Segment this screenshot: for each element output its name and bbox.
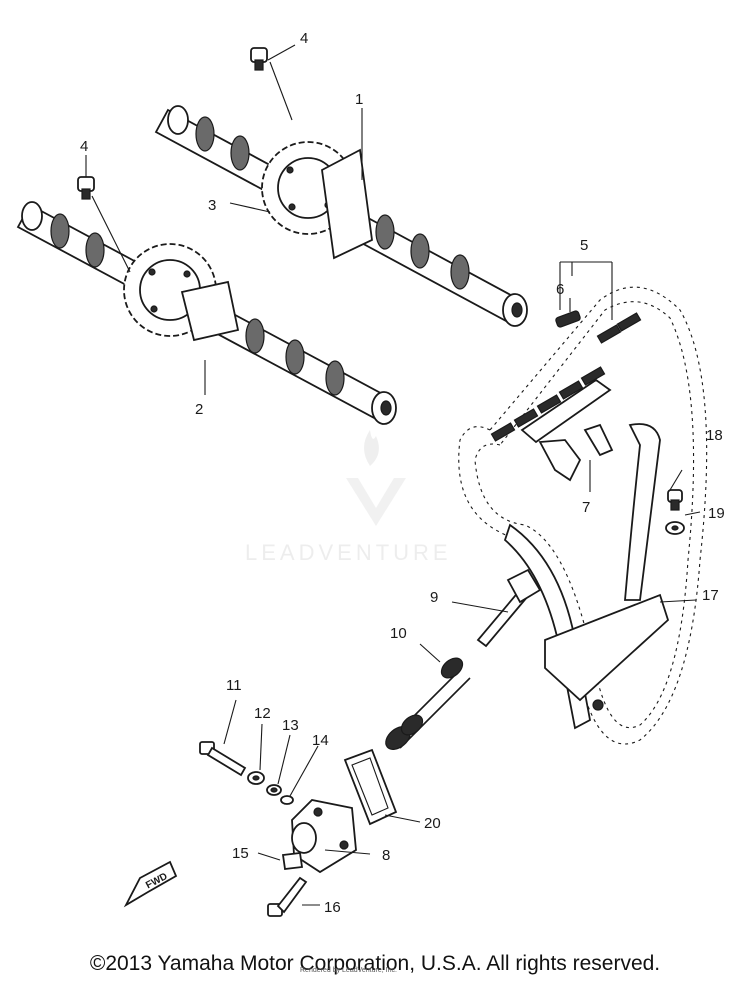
callout-8: 8 bbox=[382, 847, 390, 864]
nut-12 bbox=[247, 771, 265, 785]
callout-13: 13 bbox=[282, 717, 299, 734]
leadventure-watermark: LEADVENTURE bbox=[245, 430, 452, 565]
render-credit: Rendered by LeadVenture, Inc. bbox=[300, 967, 397, 974]
callout-9: 9 bbox=[430, 589, 438, 606]
callout-15: 15 bbox=[232, 845, 249, 862]
callout-1: 1 bbox=[355, 91, 363, 108]
callout-6: 6 bbox=[556, 281, 564, 298]
chain-damper bbox=[503, 423, 670, 730]
sprocket-bolt-lower bbox=[77, 176, 95, 200]
upper-sprocket bbox=[261, 141, 373, 260]
callout-4-lower: 4 bbox=[80, 138, 88, 155]
fwd-arrow: FWD bbox=[123, 860, 178, 908]
callout-14: 14 bbox=[312, 732, 329, 749]
callout-4-upper: 4 bbox=[300, 30, 308, 47]
callout-2: 2 bbox=[195, 401, 203, 418]
bolt-11 bbox=[199, 741, 247, 777]
callout-19: 19 bbox=[708, 505, 725, 522]
tensioner-rod bbox=[476, 568, 542, 648]
o-ring-14 bbox=[280, 795, 294, 805]
lower-sprocket bbox=[123, 243, 240, 342]
callout-7: 7 bbox=[582, 499, 590, 516]
plug-15 bbox=[281, 852, 304, 870]
callout-18: 18 bbox=[706, 427, 723, 444]
washer-13 bbox=[266, 784, 282, 796]
bolt-18 bbox=[667, 489, 683, 511]
callout-16: 16 bbox=[324, 899, 341, 916]
chain-guide bbox=[520, 378, 614, 482]
cam-chain bbox=[458, 286, 708, 745]
tensioner-spring bbox=[385, 657, 471, 750]
callout-11: 11 bbox=[226, 677, 242, 694]
bolt-16 bbox=[267, 876, 308, 917]
washer-19 bbox=[665, 521, 685, 535]
sprocket-bolt-upper bbox=[250, 47, 268, 71]
copyright-notice: ©2013 Yamaha Motor Corporation, U.S.A. A… bbox=[89, 952, 661, 975]
tensioner-gasket bbox=[343, 748, 398, 826]
watermark-text: LEADVENTURE bbox=[245, 540, 452, 565]
callout-5: 5 bbox=[580, 237, 588, 254]
callout-numbers: 1 2 3 4 4 5 6 7 8 9 10 11 12 13 14 15 16… bbox=[80, 30, 725, 916]
leader-lines bbox=[85, 44, 701, 906]
tensioner-body bbox=[291, 799, 357, 874]
callout-17: 17 bbox=[702, 587, 719, 604]
callout-12: 12 bbox=[254, 705, 271, 722]
callout-20: 20 bbox=[424, 815, 441, 832]
callout-10: 10 bbox=[390, 625, 407, 642]
callout-3: 3 bbox=[208, 197, 216, 214]
chain-master-link bbox=[555, 310, 581, 328]
